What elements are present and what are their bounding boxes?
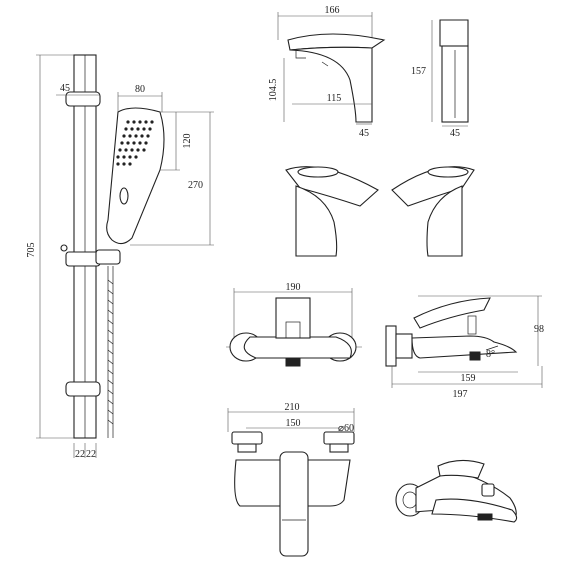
dim-wall-mixer-width: 190: [286, 282, 301, 293]
basin-mixer-perspective-right: [391, 166, 475, 257]
dim-bracket-depth: 45: [60, 83, 70, 94]
wall-plate: [385, 325, 397, 367]
top-bracket: [65, 91, 101, 107]
dim-total-height: 705: [26, 243, 37, 258]
bath-spout: [411, 335, 518, 359]
wall-mixer-front: 190: [226, 282, 362, 367]
top-lever: [279, 451, 309, 557]
bath-mixer-side: 98 8° 159 197: [385, 295, 544, 400]
dim-gap-b: 22: [86, 449, 96, 460]
dim-head-height: 120: [182, 134, 193, 149]
front-lever: [439, 19, 469, 47]
dim-bath-reach: 159: [461, 373, 476, 384]
angle-line: [485, 345, 499, 351]
spray-face-dots: [116, 120, 154, 166]
hand-shower-button: [119, 187, 129, 205]
flow-arrow: [321, 61, 329, 67]
hand-shower: [106, 107, 165, 245]
dim-spout-reach: 115: [327, 93, 342, 104]
dim-top-total-width: 210: [285, 402, 300, 413]
dim-top-diameter: ⌀60: [338, 423, 354, 434]
wall-mixer-outlet: [285, 357, 301, 367]
dim-basin-height: 157: [411, 66, 426, 77]
basin-mixer-perspective-left: [285, 166, 379, 257]
slider-holder: [65, 251, 101, 267]
dim-handset-length: 270: [188, 180, 203, 191]
bath-mixer-perspective: [395, 459, 518, 523]
basin-mixer-front-view: 157 45: [411, 19, 469, 139]
bath-perspective-spout: [431, 498, 518, 523]
bottom-bracket: [65, 381, 101, 397]
dim-gap-a: 22: [75, 449, 85, 460]
shower-hose: [107, 266, 114, 438]
dim-basin-depth: 166: [325, 5, 340, 16]
dim-bath-height: 98: [534, 324, 544, 335]
dim-top-centers: 150: [286, 418, 301, 429]
bath-lever: [413, 297, 491, 329]
wall-mixer-lever: [275, 297, 311, 339]
dim-front-width: 45: [450, 128, 460, 139]
dim-spout-height: 104.5: [268, 79, 279, 102]
basin-mixer-body: [289, 46, 373, 123]
shower-rail-kit: 705 45 22 22: [26, 54, 214, 460]
dim-basin-base: 45: [359, 128, 369, 139]
wall-mixer-top: 210 150 ⌀60: [227, 402, 355, 557]
wall-mixer-body: [243, 336, 352, 359]
dim-bath-angle: 8°: [486, 349, 495, 360]
dim-bath-depth: 197: [453, 389, 468, 400]
dim-head-width: 80: [135, 84, 145, 95]
basin-mixer-side-view: 166 104.5 115 45: [268, 5, 386, 139]
